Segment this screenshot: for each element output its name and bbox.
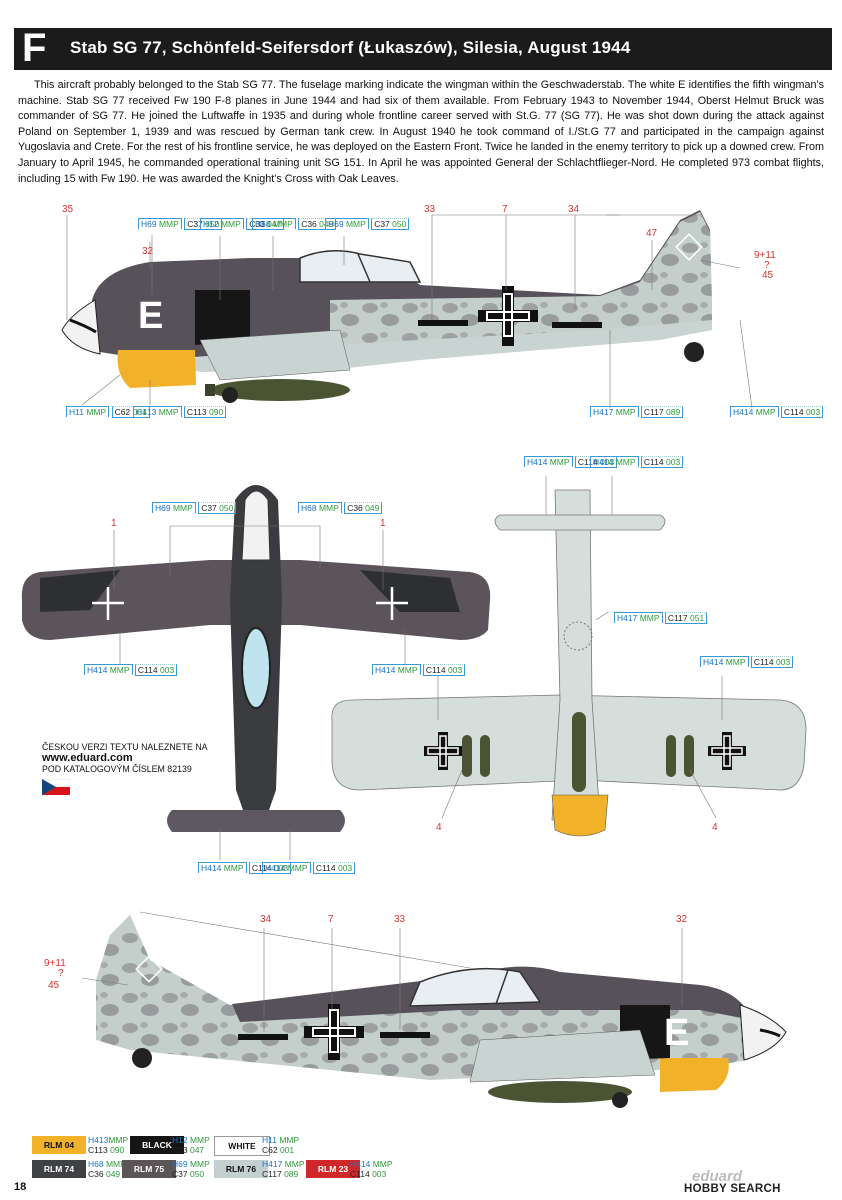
eduard-watermark: eduard bbox=[692, 1168, 743, 1185]
side-view-right: E bbox=[81, 911, 787, 1108]
legend-chip-6: RLM 23 bbox=[306, 1160, 360, 1178]
ref-35: 35 bbox=[62, 204, 74, 215]
side-view-left: E bbox=[61, 210, 753, 409]
callout-h414-top-right: H414 MMP C114 003 bbox=[372, 664, 466, 676]
top-view bbox=[21, 485, 491, 860]
callout-h413-side: H413 MMP C113 090 bbox=[133, 406, 227, 418]
ref-7-b: 7 bbox=[328, 914, 334, 925]
callout-h414-side: H414 MMP C114 003 bbox=[730, 406, 824, 418]
callout-h414-under-tail-right: H414 MMP C114 003 bbox=[590, 456, 684, 468]
legend-code-6: H414 MMP C114 003 bbox=[350, 1159, 393, 1179]
page-number: 18 bbox=[14, 1181, 27, 1193]
callout-h69-top: H69 MMP C37 050 bbox=[152, 502, 237, 514]
legend-code-1: H12 MMP C33 047 bbox=[172, 1135, 210, 1155]
profile-title: Stab SG 77, Schönfeld-Seifersdorf (Łukas… bbox=[70, 38, 631, 57]
legend-code-3: H68 MMP C36 049 bbox=[88, 1159, 126, 1179]
legend-chip-4: RLM 75 bbox=[122, 1160, 176, 1178]
ref-33: 33 bbox=[424, 204, 436, 215]
ref-33-b: 33 bbox=[394, 914, 406, 925]
callout-h414-top-left: H414 MMP C114 003 bbox=[84, 664, 178, 676]
legend-chip-0: RLM 04 bbox=[32, 1136, 86, 1154]
callout-h417-under: H417 MMP C117 051 bbox=[614, 612, 708, 624]
profile-letter: F bbox=[22, 26, 47, 70]
ref-34: 34 bbox=[568, 204, 580, 215]
legend-code-5: H417 MMP C117 089 bbox=[262, 1159, 305, 1179]
eduard-link[interactable]: www.eduard.com bbox=[42, 752, 133, 764]
legend-chip-2: WHITE bbox=[214, 1136, 270, 1156]
legend-chip-1: BLACK bbox=[130, 1136, 184, 1154]
callout-h11-side: H11 MMP C62 001 bbox=[66, 406, 150, 418]
callout-h414-tail-right: H414 MMP C114 003 bbox=[262, 862, 356, 874]
legend-chip-5: RLM 76 bbox=[214, 1160, 268, 1178]
ref-4-right: 4 bbox=[712, 822, 718, 833]
fuselage-letter-side: E bbox=[138, 295, 163, 337]
ref-7: 7 bbox=[502, 204, 508, 215]
ref-question: ? bbox=[764, 260, 770, 271]
fuselage-letter-side-right: E bbox=[664, 1012, 689, 1054]
callout-h68-side: H68 MMP C36 049 bbox=[252, 218, 337, 230]
czech-note: ČESKOU VERZI TEXTU NALEZNETE NA www.edua… bbox=[41, 742, 208, 798]
ref-34-b: 34 bbox=[260, 914, 272, 925]
ref-45: 45 bbox=[762, 270, 774, 281]
callout-h417-side: H417 MMP C117 089 bbox=[590, 406, 684, 418]
ref-45-b: 45 bbox=[48, 980, 60, 991]
profile-description: This aircraft probably belonged to the S… bbox=[18, 79, 824, 185]
ref-stencil-b: 9+11 bbox=[44, 958, 66, 969]
bottom-view bbox=[331, 476, 807, 837]
legend-code-4: H69 MMP C37 050 bbox=[172, 1159, 210, 1179]
ref-stencil: 9+11 bbox=[754, 250, 776, 261]
ref-1-right: 1 bbox=[380, 518, 386, 529]
legend-code-0: H413MMP C113 090 bbox=[88, 1135, 129, 1155]
ref-question-b: ? bbox=[58, 968, 64, 979]
callout-h68-top: H68 MMP C36 049 bbox=[298, 502, 383, 514]
ref-4-left: 4 bbox=[436, 822, 442, 833]
legend-chip-3: RLM 74 bbox=[32, 1160, 86, 1178]
czech-flag-icon bbox=[41, 778, 71, 795]
ref-32: 32 bbox=[142, 246, 154, 257]
ref-1-left: 1 bbox=[111, 518, 117, 529]
hobby-search-logo: HOBBY SEARCH bbox=[684, 1183, 781, 1195]
callout-h414-under-wing: H414 MMP C114 003 bbox=[700, 656, 794, 668]
page-header: F Stab SG 77, Schönfeld-Seifersdorf (Łuk… bbox=[14, 26, 832, 70]
legend-code-2: H11 MMP C62 001 bbox=[262, 1135, 300, 1155]
callout-h69-side-b: H69 MMP C37 050 bbox=[325, 218, 410, 230]
ref-32-b: 32 bbox=[676, 914, 688, 925]
ref-47: 47 bbox=[646, 228, 658, 239]
